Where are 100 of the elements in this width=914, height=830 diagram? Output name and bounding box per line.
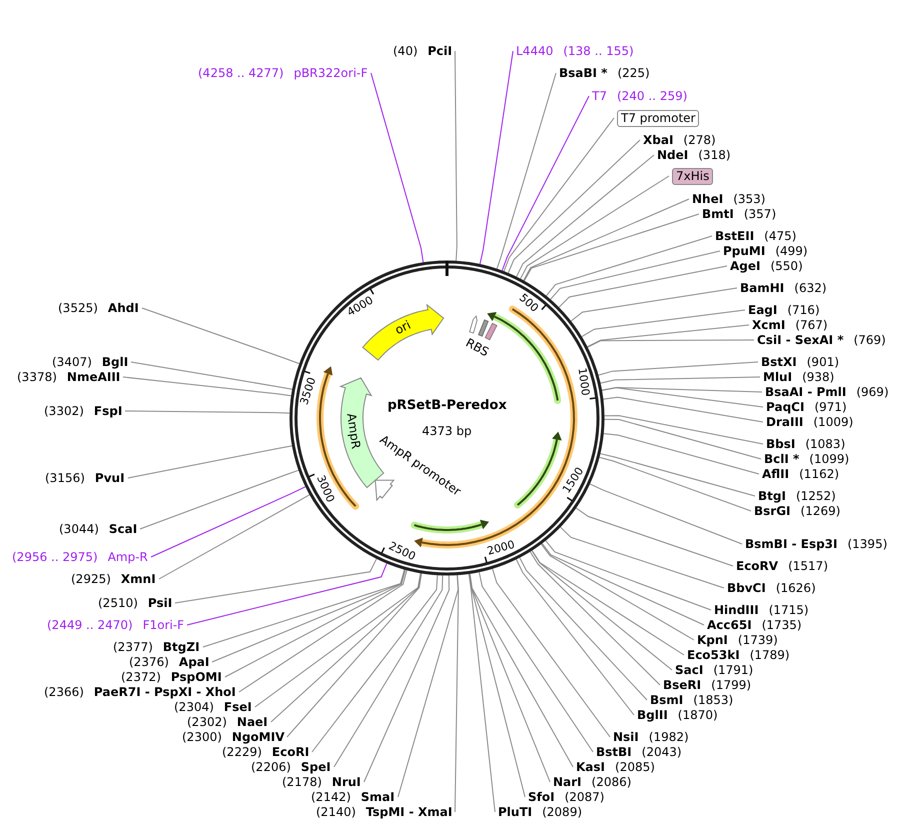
leader-line bbox=[587, 324, 750, 348]
cut-site-label: BtgI (1252) bbox=[758, 488, 836, 504]
cut-site-label: (2366) PaeR7I - PspXI - XhoI bbox=[44, 684, 236, 700]
cut-site-label: BstBI (2043) bbox=[596, 744, 682, 760]
leader-line bbox=[532, 550, 684, 656]
cut-site-label: EagI (716) bbox=[748, 302, 820, 318]
cut-site-label: PpuMI (499) bbox=[723, 243, 808, 259]
leader-line bbox=[140, 470, 299, 530]
primer-label: (2956 .. 2975) Amp-R bbox=[12, 549, 148, 565]
cut-site-label: BsaAI - PmlI (969) bbox=[765, 384, 889, 400]
cut-site-label: (3525) AhdI bbox=[58, 300, 139, 316]
cut-site-label: BstEII (475) bbox=[715, 228, 796, 244]
leader-line bbox=[398, 574, 459, 798]
primer-label: T7 (240 .. 259) bbox=[592, 88, 688, 104]
primer-label: (4258 .. 4277) pBR322ori-F bbox=[198, 65, 368, 81]
leader-line bbox=[602, 387, 764, 408]
leader-line bbox=[158, 494, 310, 580]
leader-line bbox=[519, 557, 648, 700]
leader-line bbox=[470, 573, 574, 768]
cut-site-label: (2300) NgoMIV bbox=[182, 729, 284, 745]
cut-site-label: BglII (1870) bbox=[637, 707, 718, 723]
cut-site-label: MluI (938) bbox=[763, 369, 834, 385]
cut-site-label: NheI (353) bbox=[692, 191, 766, 207]
leader-line bbox=[523, 198, 690, 281]
cut-site-label: NsiI (1982) bbox=[613, 729, 689, 745]
leader-line bbox=[186, 563, 388, 626]
leader-line bbox=[530, 551, 660, 686]
cut-site-label: (2376) ApaI bbox=[129, 654, 210, 670]
cut-site-label: (2377) BtgZI bbox=[113, 639, 200, 655]
leader-line bbox=[174, 558, 377, 604]
leader-line bbox=[454, 50, 458, 262]
cut-site-label: AgeI (550) bbox=[730, 258, 803, 274]
cut-site-label: Acc65I (1735) bbox=[707, 617, 802, 633]
cut-site-label: (3044) ScaI bbox=[59, 521, 138, 537]
leader-line bbox=[516, 154, 654, 278]
cut-site-label: (2304) FseI bbox=[174, 699, 252, 715]
leader-line bbox=[212, 569, 406, 662]
leader-line bbox=[202, 569, 405, 648]
tick-label: 2000 bbox=[486, 538, 516, 558]
cut-site-label: (2178) NruI bbox=[282, 774, 361, 790]
leader-line bbox=[600, 453, 756, 496]
cut-site-label: NarI (2086) bbox=[553, 774, 632, 790]
leader-line bbox=[545, 540, 712, 610]
cut-site-label: (3302) FspI bbox=[44, 403, 122, 419]
cut-site-label: NdeI (318) bbox=[657, 147, 731, 163]
cut-site-label: BsaBI * (225) bbox=[559, 65, 650, 81]
cut-site-label: BsmBI - Esp3I (1395) bbox=[745, 536, 888, 552]
cut-site-label: KasI (2085) bbox=[576, 759, 655, 775]
sequence-length: 4373 bp bbox=[422, 424, 472, 438]
leader-line bbox=[286, 572, 422, 738]
cut-site-label: BbsI (1083) bbox=[766, 436, 846, 452]
leader-line bbox=[550, 250, 720, 300]
leader-line bbox=[492, 568, 610, 738]
cut-site-label: BsrGI (1269) bbox=[754, 503, 840, 519]
leader-line bbox=[587, 340, 754, 348]
leader-line bbox=[602, 387, 762, 392]
cut-site-label: (3407) BglI bbox=[52, 354, 128, 370]
cut-site-label: SacI (1791) bbox=[675, 662, 754, 678]
leader-line bbox=[130, 362, 293, 390]
cut-site-label: BbvCI (1626) bbox=[727, 580, 816, 596]
leader-line bbox=[560, 526, 724, 588]
cut-site-label: XcmI (767) bbox=[752, 317, 828, 333]
leader-line bbox=[468, 574, 496, 812]
cut-site-label: (40) PciI bbox=[393, 43, 452, 59]
cut-site-label: AflII (1162) bbox=[762, 466, 840, 482]
leader-line bbox=[478, 572, 594, 752]
leader-line bbox=[469, 573, 550, 782]
leader-line bbox=[516, 558, 634, 716]
primer-label: (2449 .. 2470) F1ori-F bbox=[47, 617, 184, 633]
cut-site-label: KpnI (1739) bbox=[697, 632, 778, 648]
leader-line bbox=[454, 574, 459, 812]
leader-line bbox=[542, 543, 704, 626]
cut-site-label: (2925) XmnI bbox=[71, 571, 156, 587]
cut-site-label: PluTI (2089) bbox=[498, 804, 582, 820]
leader-line bbox=[312, 574, 438, 752]
cut-site-label: BclI * (1099) bbox=[764, 451, 850, 467]
leader-line bbox=[576, 508, 734, 566]
leader-line bbox=[480, 50, 514, 264]
leader-line bbox=[581, 310, 746, 338]
feature-mark: RBS bbox=[463, 319, 492, 360]
leader-line bbox=[150, 486, 306, 558]
primer-label: L4440 (138 .. 155) bbox=[516, 43, 634, 59]
leader-line bbox=[602, 396, 764, 422]
leader-line bbox=[508, 140, 640, 274]
leader-line bbox=[142, 308, 300, 364]
cut-site-label: SfoI (2087) bbox=[528, 789, 604, 805]
leader-line bbox=[599, 456, 752, 512]
cut-site-label: BsmI (1853) bbox=[650, 692, 734, 708]
tick-label: 3000 bbox=[314, 473, 338, 504]
feature-label: 7xHis bbox=[672, 168, 714, 184]
cut-site-label: PaqCI (971) bbox=[766, 399, 847, 415]
leader-line bbox=[598, 362, 758, 376]
leader-line bbox=[540, 544, 694, 640]
cut-site-label: (3378) NmeAIII bbox=[17, 369, 120, 385]
leader-line bbox=[524, 214, 700, 282]
leader-line bbox=[334, 574, 444, 768]
tick-label: 3500 bbox=[298, 376, 319, 406]
leader-line bbox=[604, 418, 762, 460]
leader-line bbox=[128, 445, 292, 478]
cut-site-label: XbaI (278) bbox=[643, 132, 716, 148]
